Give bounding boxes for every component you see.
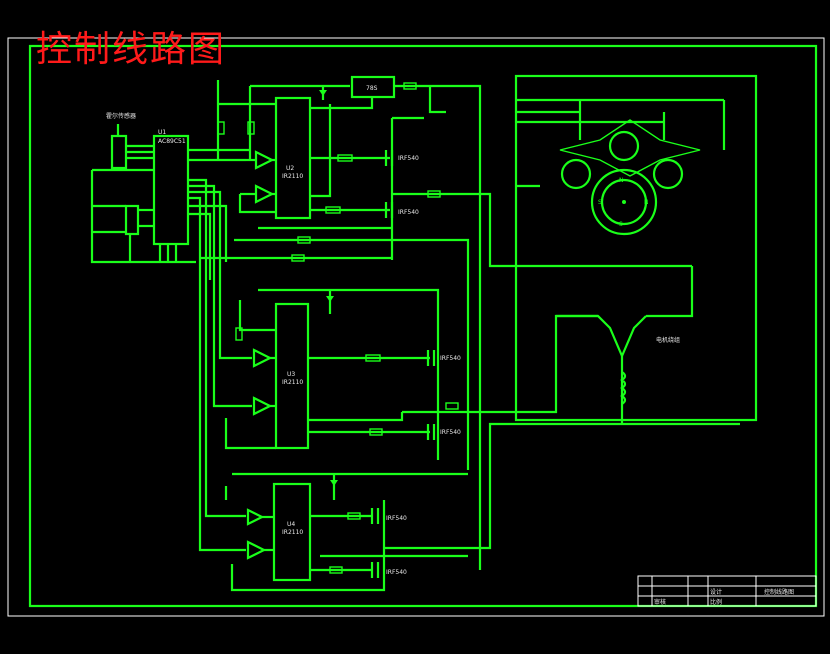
sheet-border [7,37,825,617]
driver-1-chip-label: IR2110 [282,173,303,180]
title-block-check: 审核 [654,598,666,606]
driver-3-chip-label: IR2110 [282,529,303,536]
title-block-scale: 比例 [710,598,722,606]
mcu-section: U1 AC89C51 霍尔传感器 [90,112,252,552]
regulator-label: 78S [366,85,378,92]
hall-sensor-label: 霍尔传感器 [106,112,136,120]
title-block-drawing-name: 控制线路图 [764,588,794,596]
driver-3-section: U4 IR2110 IRF540 IRF540 [224,422,740,592]
mosfet-q6-label: IRF540 [386,569,407,576]
mcu-ref: U1 [158,129,166,136]
driver-2-section: U3 IR2110 IRF540 IRF540 [224,288,598,460]
mosfet-q1-label: IRF540 [398,155,419,162]
motor-label: 电机绕组 [656,336,680,344]
title-block-design: 设计 [710,588,722,596]
driver-2-chip [274,302,310,450]
drawing-frame [28,44,818,608]
driver-1-section: U2 IR2110 IRF540 IRF540 [200,96,692,470]
rotor-inner [600,178,648,226]
mcu-chip-label: AC89C51 [158,138,186,145]
drawing-title: 控制线路图 [36,29,227,70]
svg-text:S: S [619,221,623,228]
motor-section: N S S N 电机绕组 [514,74,758,424]
svg-text:N: N [619,177,624,184]
mosfet-q2-label: IRF540 [398,209,419,216]
mosfet-q3-label: IRF540 [440,355,461,362]
svg-text:N: N [644,199,649,206]
mosfet-q4-label: IRF540 [440,429,461,436]
power-supply-section: 78S [216,75,482,570]
driver-2-ref: U3 [287,371,295,378]
svg-text:S: S [598,199,602,206]
mcu-chip [152,134,190,246]
mosfet-q5-label: IRF540 [386,515,407,522]
title-block: 设计 比例 审核 控制线路图 [637,575,817,607]
driver-3-ref: U4 [287,521,295,528]
driver-3-chip [272,482,312,582]
driver-1-ref: U2 [286,165,294,172]
driver-2-chip-label: IR2110 [282,379,303,386]
rotor-outer [590,168,658,236]
motor-frame [514,74,758,422]
driver-1-chip [274,96,312,220]
